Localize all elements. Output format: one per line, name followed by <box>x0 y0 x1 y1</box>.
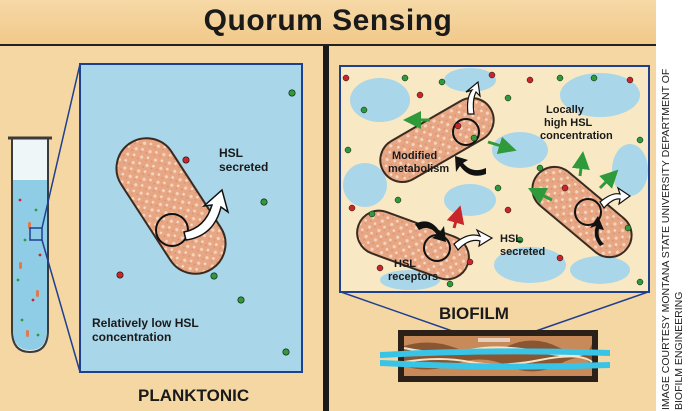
hsl-secreted-right-line1: HSL <box>500 233 522 245</box>
arrow-icon <box>183 188 230 241</box>
biofilm-label: BIOFILM <box>439 304 509 323</box>
bacterium-icon <box>115 137 227 275</box>
hsl-receptors-line2: receptors <box>388 271 439 283</box>
image-credit: IMAGE COURTESY MONTANA STATE UNIVERSITY … <box>660 0 686 410</box>
credit-strip <box>658 0 690 411</box>
biofilm-arrows <box>403 80 632 251</box>
low-concentration-line2: concentration <box>92 330 172 344</box>
figure-title: Quorum Sensing <box>203 4 453 37</box>
zoom-line-top <box>41 63 81 229</box>
molecules-left <box>116 89 296 356</box>
test-tube-icon <box>8 136 52 354</box>
molecules-right <box>342 71 644 288</box>
hsl-receptors-line1: HSL <box>394 258 416 270</box>
low-concentration-label: Relatively low HSL concentration <box>92 316 199 344</box>
modified-metabolism-label: Modified metabolism <box>388 150 449 176</box>
hsl-secreted-left-label: HSL secreted <box>219 146 268 174</box>
locally-high-line1: Locally <box>546 104 584 116</box>
panel-divider <box>323 46 329 411</box>
credit-line2: BIOFILM ENGINEERING <box>673 291 685 410</box>
biofilm-bacteria <box>356 97 633 281</box>
modified-metabolism-line2: metabolism <box>388 163 450 175</box>
title-bar: Quorum Sensing <box>0 0 656 46</box>
locally-high-line3: concentration <box>540 130 613 142</box>
hsl-secreted-left-line2: secreted <box>219 160 269 174</box>
locally-high-line2: high HSL <box>544 117 593 129</box>
hsl-secreted-right-label: HSL secreted <box>500 233 545 259</box>
hsl-receptors-label: HSL receptors <box>388 258 438 284</box>
low-concentration-line1: Relatively low HSL <box>92 316 199 330</box>
hsl-secreted-left-line1: HSL <box>219 146 243 160</box>
water-channels <box>343 68 648 290</box>
planktonic-label: PLANKTONIC <box>138 386 250 405</box>
locally-high-label: Locally high HSL concentration <box>540 104 613 143</box>
credit-line1: IMAGE COURTESY MONTANA STATE UNIVERSITY … <box>660 68 672 410</box>
hsl-secreted-right-line2: secreted <box>500 246 546 258</box>
zoom-line-bottom <box>41 239 81 373</box>
pipe-icon <box>380 330 610 382</box>
modified-metabolism-line1: Modified <box>392 150 438 162</box>
